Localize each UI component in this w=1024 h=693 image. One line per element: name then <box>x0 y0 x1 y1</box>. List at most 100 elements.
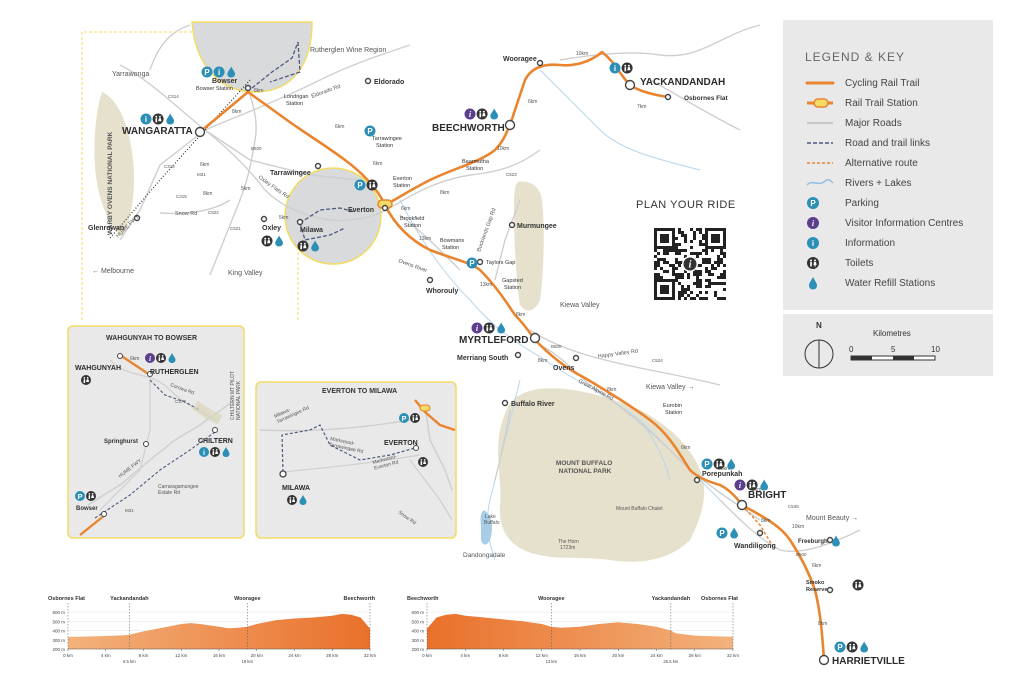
svg-text:i: i <box>614 64 616 73</box>
elevation-x-tick: 32 km <box>727 653 740 658</box>
legend-row-rail-trail-station: Rail Trail Station <box>805 95 918 111</box>
town-oxley: Oxley <box>262 225 281 232</box>
elevation-x-tick: 12 km <box>536 653 549 658</box>
svg-text:P: P <box>837 643 843 652</box>
svg-text:P: P <box>204 68 210 77</box>
elevation-y-tick: 300 m <box>411 638 424 643</box>
inset-town-bowser: Bowser <box>76 506 98 512</box>
town-wangaratta: WANGARATTA <box>122 126 193 137</box>
elevation-marker-label: Wooragee <box>538 596 565 602</box>
info-icon: i <box>805 235 835 251</box>
toilet-icon <box>156 353 166 363</box>
legend-label: Rivers + Lakes <box>845 177 912 189</box>
info-icon: i <box>140 113 152 125</box>
inset-everton-title: EVERTON TO MILAWA <box>322 388 397 395</box>
dist-23: 6km <box>812 563 821 569</box>
elevation-x-tick: 12 km <box>175 653 188 658</box>
elevation-area <box>68 613 370 649</box>
legend-label: Toilets <box>845 257 874 269</box>
town-harrietville: HARRIETVILLE <box>832 656 905 667</box>
plan-your-ride-title: PLAN YOUR RIDE <box>636 199 736 211</box>
everton-milawa-highlight <box>284 167 382 265</box>
destination-kiewa-valley-1: Kiewa Valley <box>560 302 600 309</box>
elevation-y-tick: 200 m <box>52 647 65 652</box>
toilet-icon <box>621 62 633 74</box>
water-drop-icon <box>805 275 835 291</box>
svg-text:P: P <box>78 492 83 501</box>
road-c521: C521 <box>230 226 241 231</box>
inset-wahgunyah: WAHGUNYAH TO BOWSER WAHGUNYAH RUTHERGLEN… <box>67 325 245 539</box>
dist-4: 5km <box>241 186 250 192</box>
dist-26: 6km <box>335 124 344 130</box>
elevation-start-label: Beechworth <box>407 596 439 602</box>
legend-row-rivers-lakes: Rivers + Lakes <box>805 175 911 191</box>
svg-text:i: i <box>812 219 815 228</box>
parking-icon: P <box>701 458 713 470</box>
legend-panel: LEGEND & KEY Cycling Rail Trail Rail Tra… <box>783 20 993 310</box>
legend-label: Rail Trail Station <box>845 97 918 109</box>
mount-buffalo-label: MOUNT BUFFALO NATIONAL PARK <box>556 460 614 475</box>
road-trail-links <box>251 41 356 241</box>
svg-text:i: i <box>203 448 205 457</box>
dist-15: 8km <box>516 312 525 318</box>
legend-row-visitor-information: i Visitor Information Centres <box>805 215 963 231</box>
info-icon: i <box>213 66 225 78</box>
inset-dist-6km: 6km <box>130 356 139 362</box>
north-arrow-label: N <box>816 321 822 330</box>
toilet-icon <box>152 113 164 125</box>
destination-mount-beauty: Mount Beauty → <box>806 515 858 522</box>
elevation-x-tick: 16 km <box>213 653 226 658</box>
dist-24: 8km <box>818 621 827 627</box>
elevation-x-tick: 8 km <box>499 653 509 658</box>
lake-buffalo <box>480 510 492 545</box>
qr-code: i <box>652 226 728 302</box>
legend-label: Visitor Information Centres <box>845 217 964 229</box>
water-drop-icon <box>760 479 769 491</box>
visitor-info-icon: i <box>805 215 835 231</box>
station-icon <box>805 95 835 111</box>
water-drop-icon <box>168 353 176 363</box>
dist-2: 8km <box>232 109 241 115</box>
elevation-end-label: Osbornes Flat <box>701 596 738 602</box>
dist-14: 13km <box>480 282 492 288</box>
road-snow: Snow Rd <box>175 211 197 217</box>
legend-label: Road and trail links <box>845 137 931 149</box>
dist-19: 8km <box>721 466 730 472</box>
major-roads <box>119 24 861 552</box>
legend-label: Information <box>845 237 896 249</box>
visitor-info-icon: i <box>145 353 155 363</box>
station-bowser: Bowser Station <box>196 86 233 92</box>
legend-title: LEGEND & KEY <box>805 50 906 64</box>
town-tarrawingee: Tarrawingee <box>270 170 311 177</box>
elevation-y-tick: 400 m <box>411 629 424 634</box>
elevation-x-tick: 28 km <box>689 653 702 658</box>
toilet-icon <box>805 255 835 271</box>
info-icon: i <box>609 62 621 74</box>
svg-text:i: i <box>739 481 742 490</box>
legend-label: Major Roads <box>845 117 902 129</box>
parking-icon: P <box>201 66 213 78</box>
dist-10: 6km <box>528 99 537 105</box>
svg-text:P: P <box>469 259 475 268</box>
elevation-y-tick: 500 m <box>411 619 424 624</box>
water-drop-icon <box>730 527 738 539</box>
inset-wahgunyah-title: WAHGUNYAH TO BOWSER <box>106 335 197 342</box>
svg-text:i: i <box>145 115 147 124</box>
inset-town-everton: EVERTON <box>384 440 418 447</box>
svg-text:P: P <box>810 199 816 208</box>
warby-ovens-national-park <box>94 92 134 236</box>
elevation-marker-km: 6.5 km <box>123 659 136 664</box>
dist-21: 8km <box>761 518 770 524</box>
inset-national-park: CHILTERN MT PILOTNATIONAL PARK <box>230 371 242 420</box>
dist-25: 8km <box>203 191 212 197</box>
parking-icon: P <box>466 257 478 269</box>
legend-label: Alternative route <box>845 157 918 169</box>
inset-town-springhurst: Springhurst <box>104 439 138 445</box>
scale-tick-10: 10 <box>931 345 940 354</box>
